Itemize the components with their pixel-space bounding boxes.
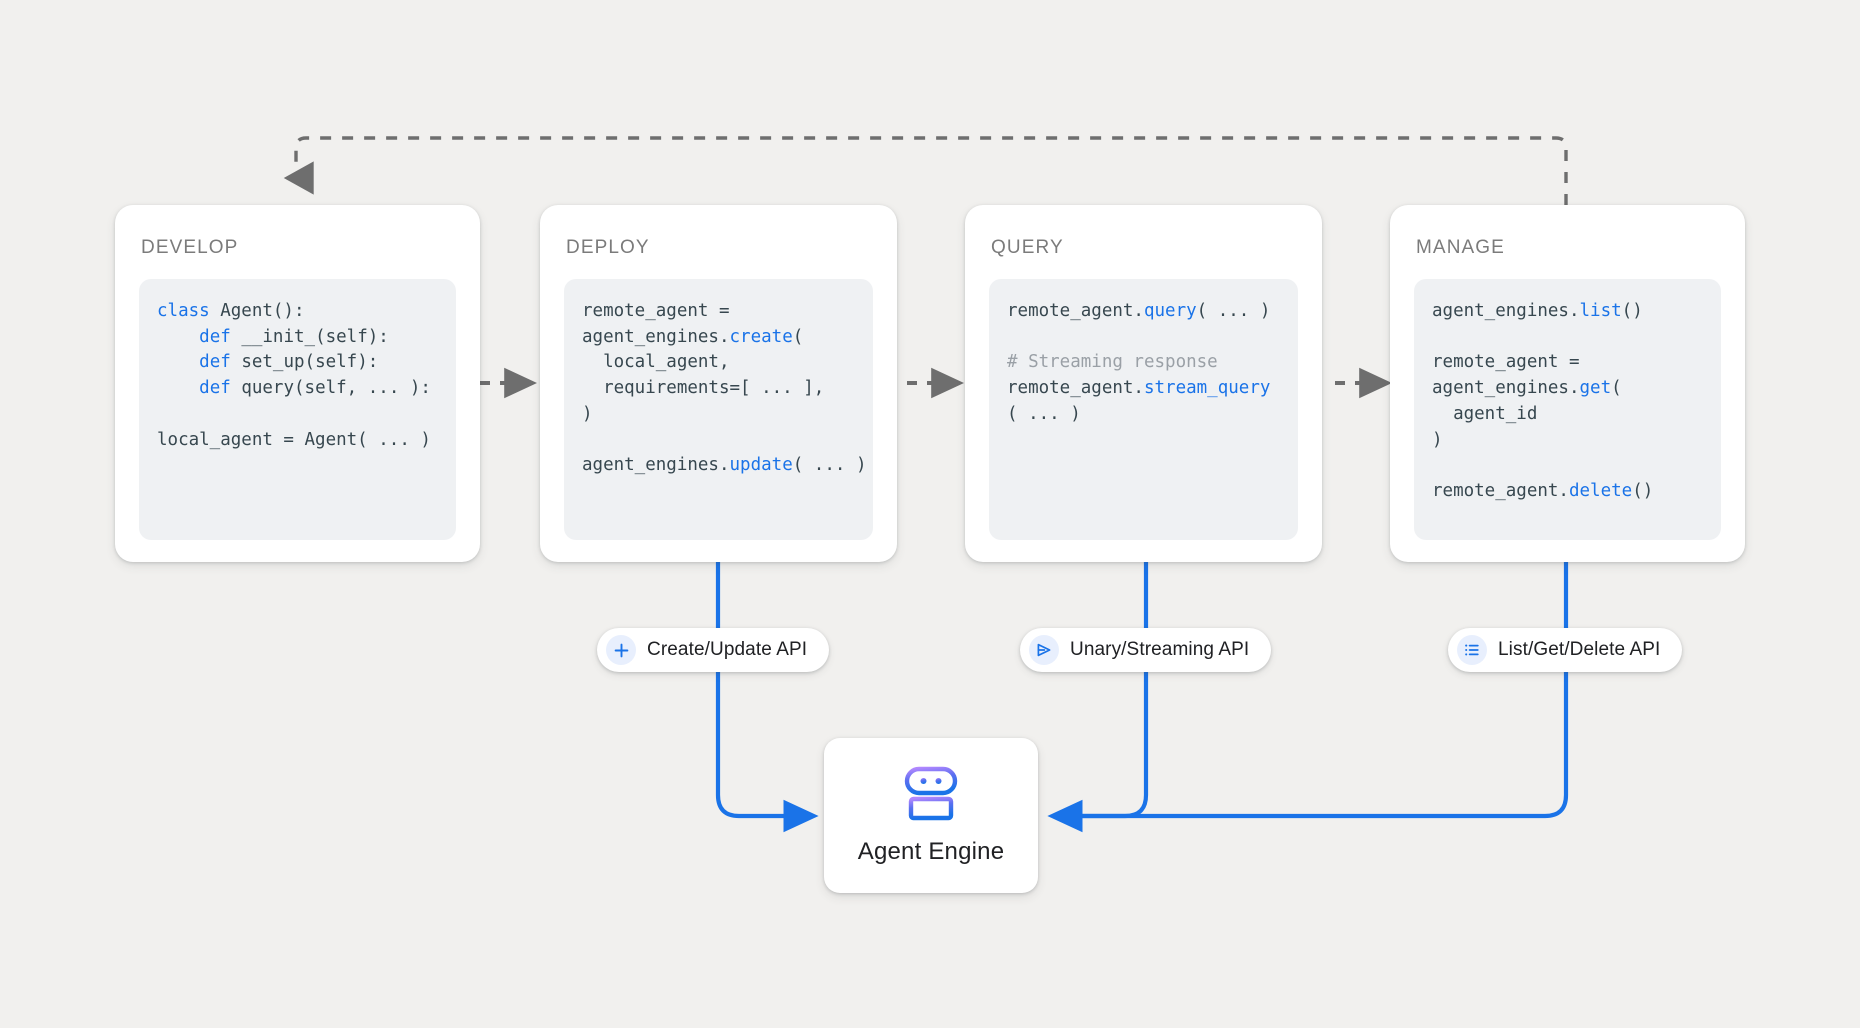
code-line: def set_up(self): — [199, 352, 379, 373]
stage-title-query: QUERY — [991, 237, 1064, 258]
api-pill-create-update[interactable]: Create/Update API — [597, 628, 830, 672]
code-line — [157, 402, 438, 428]
code-block-deploy: remote_agent = agent_engines.create( loca… — [564, 279, 873, 540]
code-line: remote_agent = — [582, 301, 730, 321]
code-block-develop: class Agent(): def __init_(self): def se… — [139, 279, 456, 540]
api-pill-list-get-delete[interactable]: List/Get/Delete API — [1448, 628, 1683, 672]
stage-card-query[interactable]: QUERY remote_agent.query( ... ) # Stream… — [965, 205, 1322, 562]
code-line: ( ... ) — [1007, 403, 1081, 424]
code-line: ) — [1432, 429, 1443, 450]
code-line: local_agent = Agent( ... ) — [157, 429, 431, 450]
code-line: ) — [582, 403, 593, 424]
code-line: agent_engines.list() — [1432, 301, 1643, 321]
query-to-engine-connector — [1047, 562, 1149, 833]
list-icon — [1457, 635, 1487, 665]
code-line: remote_agent.stream_query — [1007, 378, 1271, 399]
code-line: requirements=[ ... ], — [582, 378, 825, 399]
code-line: remote_agent.query( ... ) — [1007, 301, 1271, 321]
code-line: agent_id — [1432, 403, 1538, 424]
code-line: remote_agent = — [1432, 352, 1580, 373]
api-pill-label: Create/Update API — [647, 639, 808, 660]
code-block-query: remote_agent.query( ... ) # Streaming re… — [989, 279, 1298, 540]
code-line: class Agent(): — [157, 301, 305, 321]
feedback-loop-connector — [283, 136, 1568, 205]
manage-to-engine-connector — [1060, 562, 1569, 819]
code-line: def query(self, ... ): — [199, 378, 431, 399]
api-pill-label: List/Get/Delete API — [1498, 639, 1661, 660]
deploy-to-engine-connector — [715, 562, 819, 833]
plus-icon — [606, 635, 636, 665]
code-line: agent_engines.get( — [1432, 378, 1622, 399]
code-line: local_agent, — [582, 352, 730, 373]
code-line — [1432, 453, 1703, 479]
agent-engine-node[interactable]: Agent Engine — [824, 738, 1038, 893]
code-line: agent_engines.update( ... ) — [582, 455, 867, 476]
stage-card-manage[interactable]: MANAGE agent_engines.list() remote_agent… — [1390, 205, 1745, 562]
code-line — [1007, 325, 1280, 351]
stage-title-manage: MANAGE — [1416, 237, 1505, 258]
code-line: remote_agent.delete() — [1432, 481, 1654, 502]
send-icon — [1029, 635, 1059, 665]
stage-title-deploy: DEPLOY — [566, 237, 650, 258]
api-pill-label: Unary/Streaming API — [1070, 639, 1250, 660]
code-line — [582, 428, 855, 454]
agent-engine-label: Agent Engine — [857, 838, 1005, 865]
code-line — [1432, 325, 1703, 351]
stage-card-develop[interactable]: DEVELOP class Agent(): def __init_(self)… — [115, 205, 480, 562]
api-pill-unary-streaming[interactable]: Unary/Streaming API — [1020, 628, 1272, 672]
stage-card-deploy[interactable]: DEPLOY remote_agent = agent_engines.creat… — [540, 205, 897, 562]
code-block-manage: agent_engines.list() remote_agent = agent… — [1414, 279, 1721, 540]
code-line: agent_engines.create( — [582, 326, 804, 347]
stage-title-develop: DEVELOP — [141, 237, 239, 258]
code-line: # Streaming response — [1007, 352, 1218, 373]
robot-icon — [900, 765, 962, 828]
code-line: def __init_(self): — [199, 326, 389, 347]
